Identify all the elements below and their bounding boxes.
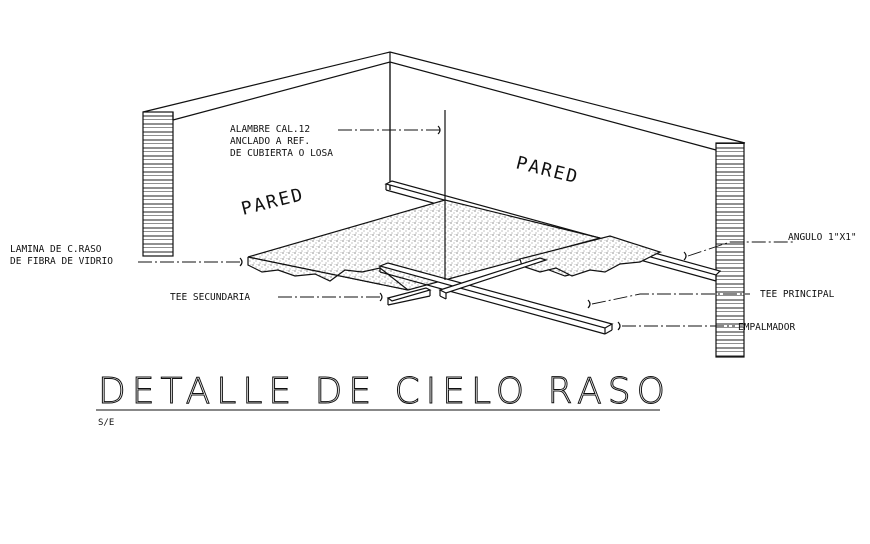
label-empalmador: EMPALMADOR <box>738 322 795 333</box>
label-alambre-2: ANCLADO A REF. <box>230 136 310 147</box>
label-angulo: ANGULO 1"X1" <box>788 232 857 243</box>
label-pared-right: PARED <box>514 152 581 188</box>
right-wall-brick <box>715 142 745 358</box>
label-tee-principal: TEE PRINCIPAL <box>760 289 835 300</box>
leader-lines <box>138 129 795 327</box>
cross-tee <box>386 257 548 306</box>
left-wall-brick <box>142 111 174 257</box>
label-alambre-1: ALAMBRE CAL.12 <box>230 124 310 135</box>
main-tee <box>378 262 614 335</box>
label-lamina-2: DE FIBRA DE VIDRIO <box>10 256 113 267</box>
label-alambre-3: DE CUBIERTA O LOSA <box>230 148 333 159</box>
scale-note: S/E <box>98 418 114 428</box>
ceiling-panels <box>247 199 663 291</box>
drawing-title: DETALLE DE CIELO RASO <box>98 371 671 412</box>
label-lamina-1: LAMINA DE C.RASO <box>10 244 102 255</box>
label-tee-secundaria: TEE SECUNDARIA <box>170 292 250 303</box>
walls <box>142 51 746 358</box>
label-pared-left: PARED <box>239 184 306 220</box>
